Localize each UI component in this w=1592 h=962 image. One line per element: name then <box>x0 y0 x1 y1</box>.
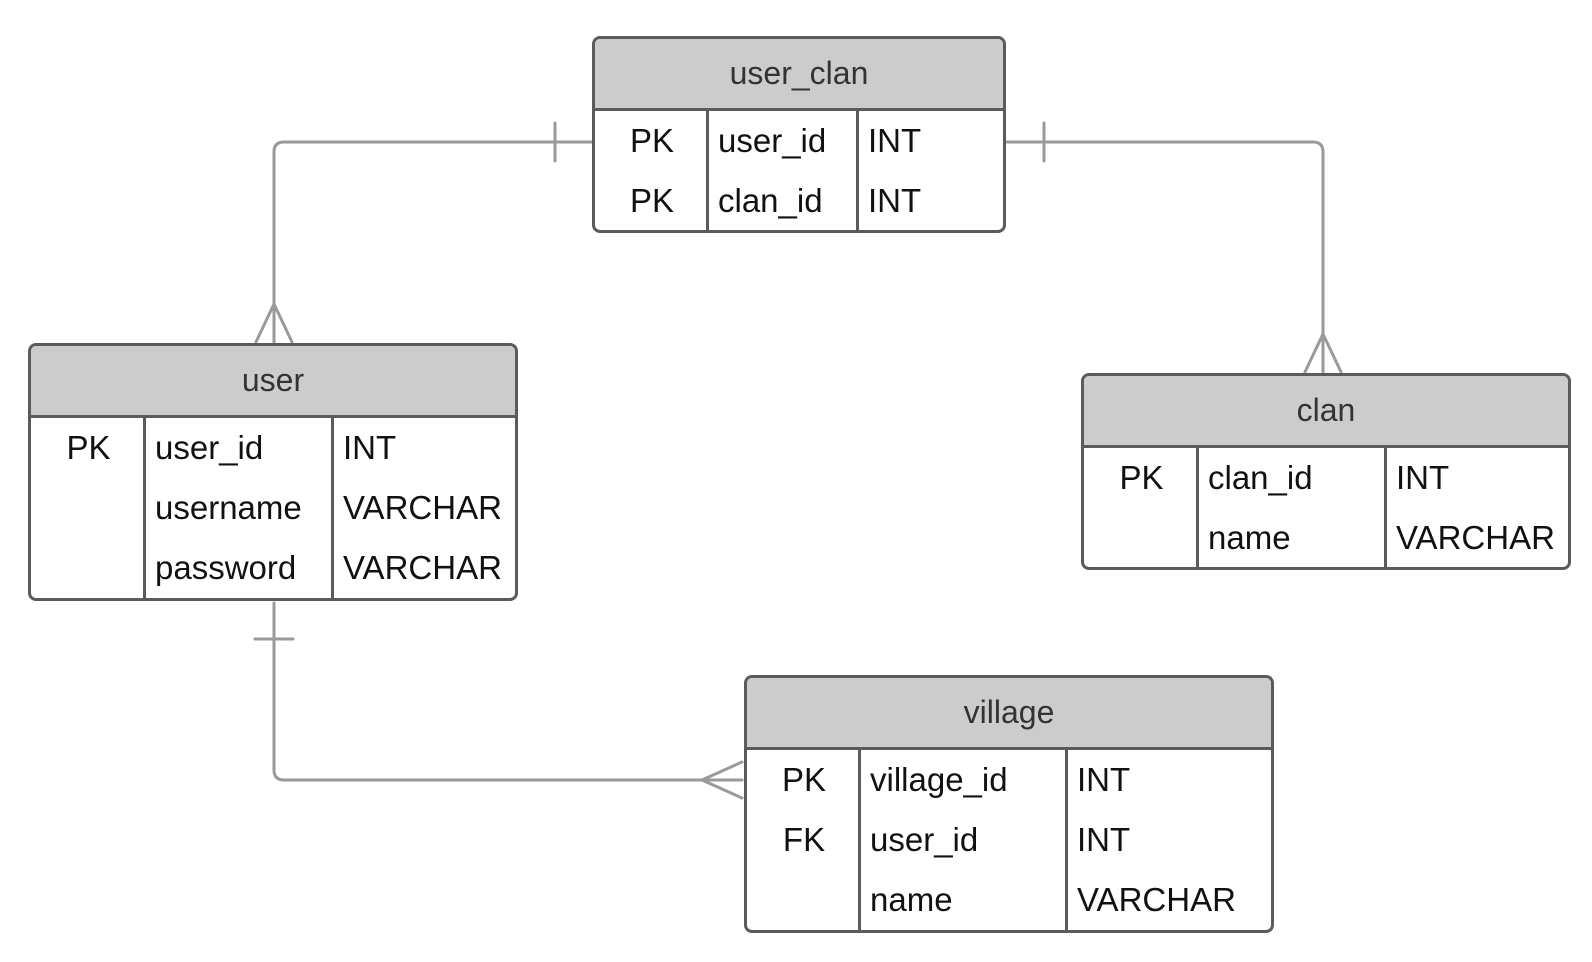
entity-title: clan <box>1084 376 1568 448</box>
field-row: PK clan_id INT <box>595 171 1003 230</box>
field-type: VARCHAR <box>343 489 502 526</box>
field-type: VARCHAR <box>1396 519 1555 556</box>
field-row: password VARCHAR <box>31 538 515 598</box>
field-row: FK user_id INT <box>747 810 1271 870</box>
crowfoot-many-village <box>700 760 744 800</box>
field-key: PK <box>629 122 675 159</box>
entity-fields: PK clan_id INT name VARCHAR <box>1084 448 1568 567</box>
entity-user-clan[interactable]: user_clan PK user_id INT PK clan_id INT <box>592 36 1006 233</box>
field-row: name VARCHAR <box>1084 508 1568 567</box>
entity-clan[interactable]: clan PK clan_id INT name VARCHAR <box>1081 373 1571 570</box>
entity-title: user_clan <box>595 39 1003 111</box>
field-row: PK village_id INT <box>747 750 1271 810</box>
name-column-divider <box>143 418 334 598</box>
entity-title: village <box>747 678 1271 750</box>
field-type: INT <box>868 182 922 219</box>
field-type: INT <box>343 429 397 466</box>
field-type: INT <box>868 122 922 159</box>
entity-village[interactable]: village PK village_id INT FK user_id INT… <box>744 675 1274 933</box>
field-key: PK <box>781 761 827 798</box>
field-name: name <box>1208 519 1291 556</box>
connector-user-clan-to-user <box>272 140 596 344</box>
key-column-divider <box>1084 448 1199 567</box>
crowfoot-many-clan <box>1303 332 1343 374</box>
field-name: village_id <box>870 761 1008 798</box>
field-row: PK user_id INT <box>31 418 515 478</box>
field-name: clan_id <box>718 182 823 219</box>
field-row: name VARCHAR <box>747 870 1271 930</box>
connector-user-clan-to-clan <box>1003 140 1325 374</box>
key-column-divider <box>747 750 861 930</box>
name-column-divider <box>706 111 859 230</box>
field-key: PK <box>629 182 675 219</box>
field-name: user_id <box>870 821 979 858</box>
field-type: VARCHAR <box>343 549 502 586</box>
name-column-divider <box>858 750 1068 930</box>
key-column-divider <box>31 418 146 598</box>
field-type: INT <box>1396 459 1450 496</box>
connector-user-to-village <box>272 601 744 782</box>
key-column-divider <box>595 111 709 230</box>
entity-title: user <box>31 346 515 418</box>
field-type: INT <box>1077 761 1131 798</box>
field-row: PK user_id INT <box>595 111 1003 171</box>
field-row: PK clan_id INT <box>1084 448 1568 508</box>
name-column-divider <box>1196 448 1387 567</box>
field-key: PK <box>1119 459 1164 496</box>
field-name: user_id <box>718 122 827 159</box>
field-type: INT <box>1077 821 1131 858</box>
entity-fields: PK user_id INT PK clan_id INT <box>595 111 1003 230</box>
field-name: user_id <box>155 429 264 466</box>
entity-user[interactable]: user PK user_id INT username VARCHAR pas… <box>28 343 518 601</box>
field-name: username <box>155 489 302 526</box>
field-key: PK <box>66 429 111 466</box>
field-type: VARCHAR <box>1077 881 1236 918</box>
entity-fields: PK user_id INT username VARCHAR password… <box>31 418 515 598</box>
entity-fields: PK village_id INT FK user_id INT name VA… <box>747 750 1271 930</box>
field-key: FK <box>782 821 826 858</box>
field-name: password <box>155 549 297 586</box>
field-name: clan_id <box>1208 459 1313 496</box>
field-row: username VARCHAR <box>31 478 515 538</box>
field-name: name <box>870 881 953 918</box>
crowfoot-many-user <box>254 302 294 344</box>
